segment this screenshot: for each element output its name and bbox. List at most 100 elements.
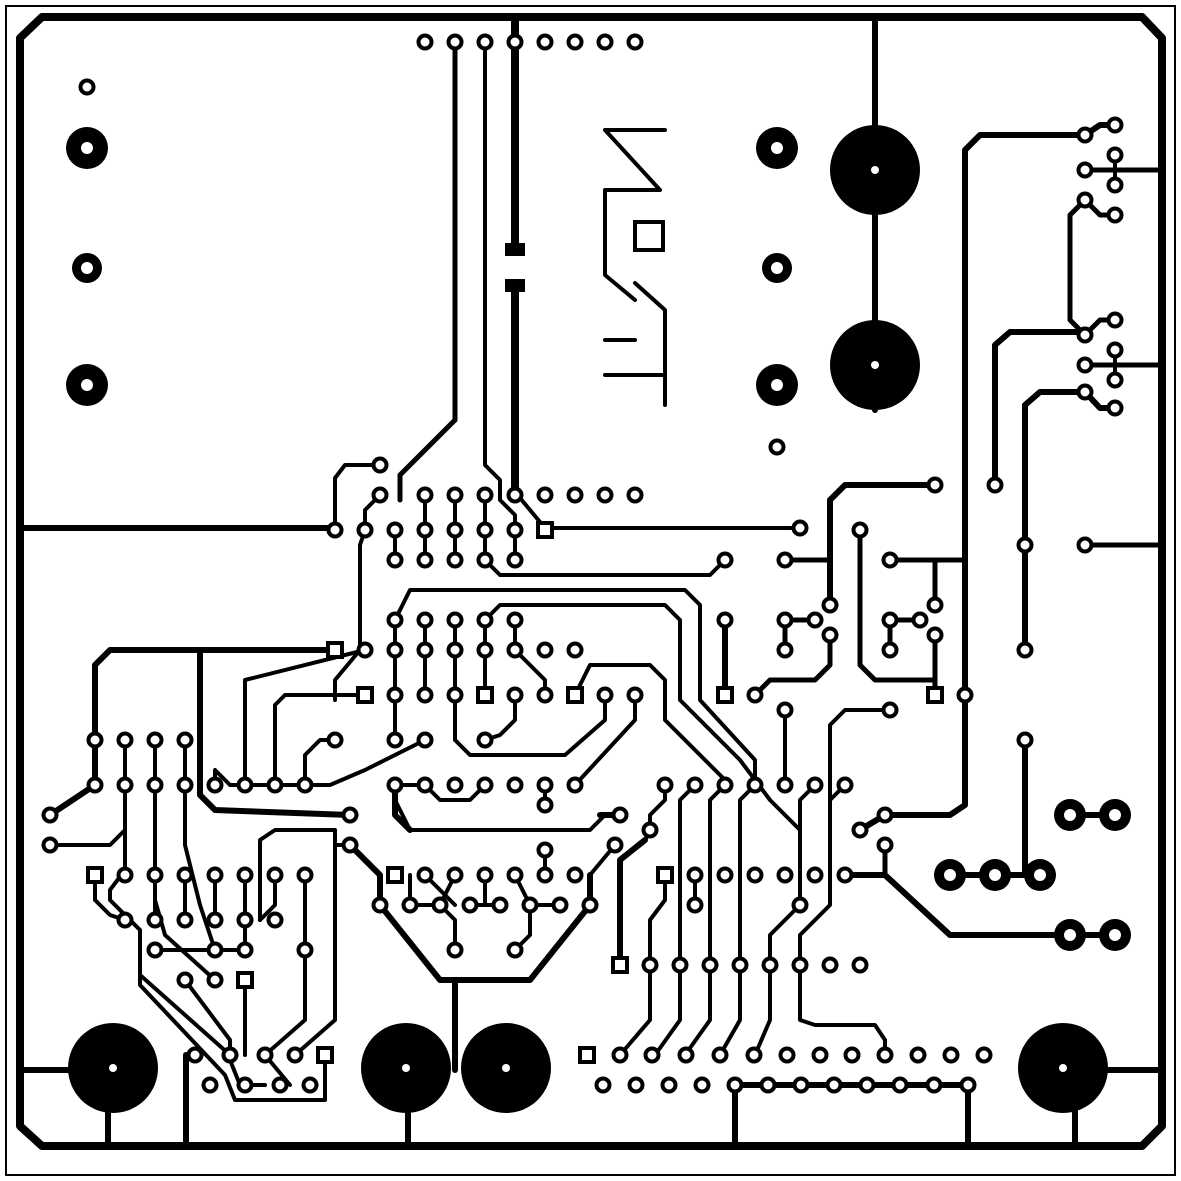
- solder-pad: [551, 896, 569, 914]
- solder-pad: [821, 596, 839, 614]
- solder-pad: [806, 776, 824, 794]
- solder-pad: [506, 866, 524, 884]
- solder-pad: [536, 841, 554, 859]
- solder-pad: [566, 776, 584, 794]
- solder-pad: [926, 476, 944, 494]
- square-pad: [476, 686, 494, 704]
- large-pads: [68, 125, 1108, 1113]
- solder-pad: [206, 866, 224, 884]
- solder-pad: [843, 1046, 861, 1064]
- solder-pad: [206, 776, 224, 794]
- solder-pad: [371, 486, 389, 504]
- solder-pad: [271, 1076, 289, 1094]
- solder-pad: [1106, 399, 1124, 417]
- solder-pad: [236, 776, 254, 794]
- solder-pad: [446, 776, 464, 794]
- solder-pad: [116, 911, 134, 929]
- solder-pad: [1016, 641, 1034, 659]
- solder-pad: [686, 776, 704, 794]
- solder-pad: [881, 701, 899, 719]
- solder-pad: [446, 686, 464, 704]
- jumper-pad-bottom: [505, 279, 525, 292]
- solder-pad: [416, 33, 434, 51]
- solder-pad: [476, 486, 494, 504]
- solder-pad: [776, 641, 794, 659]
- solder-pad: [506, 641, 524, 659]
- solder-pad: [686, 866, 704, 884]
- solder-pad: [256, 1046, 274, 1064]
- solder-pad: [476, 33, 494, 51]
- solder-pad: [506, 33, 524, 51]
- solder-pad: [326, 521, 344, 539]
- solder-pad: [881, 551, 899, 569]
- solder-pad: [416, 521, 434, 539]
- solder-pad: [506, 521, 524, 539]
- solder-pad: [326, 731, 344, 749]
- solder-pad: [746, 866, 764, 884]
- solder-pad: [836, 866, 854, 884]
- solder-pad: [643, 1046, 661, 1064]
- solder-pad: [116, 731, 134, 749]
- solder-pad: [386, 521, 404, 539]
- solder-pad: [858, 1076, 876, 1094]
- solder-pad: [296, 866, 314, 884]
- solder-pad: [791, 519, 809, 537]
- square-pad: [566, 686, 584, 704]
- solder-pad: [881, 611, 899, 629]
- solder-pad: [776, 701, 794, 719]
- solder-pad: [731, 956, 749, 974]
- solder-pad: [176, 776, 194, 794]
- solder-pad: [266, 776, 284, 794]
- solder-pad: [431, 896, 449, 914]
- solder-pad: [341, 836, 359, 854]
- solder-pad: [146, 776, 164, 794]
- solder-pad: [876, 806, 894, 824]
- solder-pad: [606, 836, 624, 854]
- solder-pad: [881, 641, 899, 659]
- solder-pad: [506, 551, 524, 569]
- solder-pad: [176, 731, 194, 749]
- solder-pad: [416, 731, 434, 749]
- solder-pad: [745, 1046, 763, 1064]
- solder-pad: [851, 956, 869, 974]
- solder-pad: [286, 1046, 304, 1064]
- solder-pad: [686, 896, 704, 914]
- solder-pad: [1106, 371, 1124, 389]
- solder-pad: [506, 611, 524, 629]
- solder-pad: [1106, 176, 1124, 194]
- solder-pad: [146, 731, 164, 749]
- solder-pad: [611, 806, 629, 824]
- solder-pad: [656, 776, 674, 794]
- solder-pad: [446, 33, 464, 51]
- solder-pad: [476, 641, 494, 659]
- solder-pad: [891, 1076, 909, 1094]
- solder-pad: [596, 486, 614, 504]
- solder-pad: [776, 611, 794, 629]
- solder-pad: [821, 956, 839, 974]
- solder-pad: [371, 456, 389, 474]
- solder-pad: [356, 521, 374, 539]
- solder-pad: [86, 731, 104, 749]
- solder-pad: [876, 1046, 894, 1064]
- square-pad: [236, 971, 254, 989]
- solder-pad: [401, 896, 419, 914]
- solder-pad: [236, 941, 254, 959]
- solder-pad: [446, 641, 464, 659]
- solder-pad: [236, 866, 254, 884]
- solder-pad: [716, 866, 734, 884]
- solder-pad: [726, 1076, 744, 1094]
- solder-pad: [626, 686, 644, 704]
- solder-pad: [536, 776, 554, 794]
- square-pad: [326, 641, 344, 659]
- solder-pad: [641, 821, 659, 839]
- jumper-pad-top: [505, 243, 525, 256]
- solder-pad: [78, 78, 96, 96]
- solder-pad: [536, 641, 554, 659]
- solder-pad: [446, 551, 464, 569]
- solder-pad: [206, 941, 224, 959]
- solder-pad: [536, 866, 554, 884]
- solder-pad: [116, 866, 134, 884]
- solder-pad: [778, 1046, 796, 1064]
- solder-pad: [386, 551, 404, 569]
- solder-pad: [461, 896, 479, 914]
